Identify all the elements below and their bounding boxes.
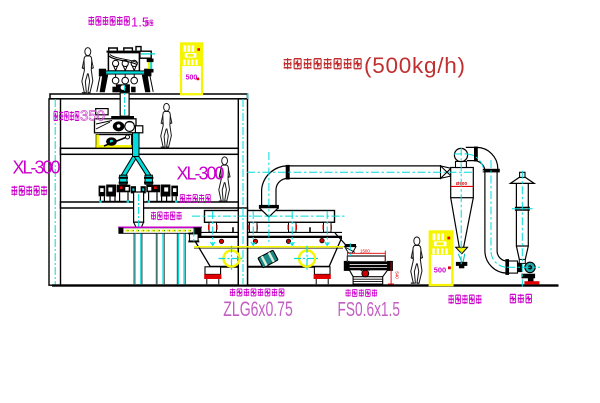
- svg-text:1.5: 1.5: [131, 15, 149, 30]
- svg-text:ZLG6x0.75: ZLG6x0.75: [223, 298, 292, 321]
- svg-text:XL-300: XL-300: [13, 158, 61, 178]
- svg-text:540: 540: [395, 271, 400, 279]
- svg-text:500: 500: [186, 74, 198, 81]
- svg-text:1500: 1500: [360, 248, 370, 253]
- svg-text:XL-300: XL-300: [177, 164, 225, 184]
- svg-text:500: 500: [434, 266, 446, 275]
- svg-text:(500kg/h): (500kg/h): [364, 53, 465, 78]
- svg-text:350: 350: [80, 108, 105, 125]
- svg-text:FS0.6x1.5: FS0.6x1.5: [338, 299, 401, 321]
